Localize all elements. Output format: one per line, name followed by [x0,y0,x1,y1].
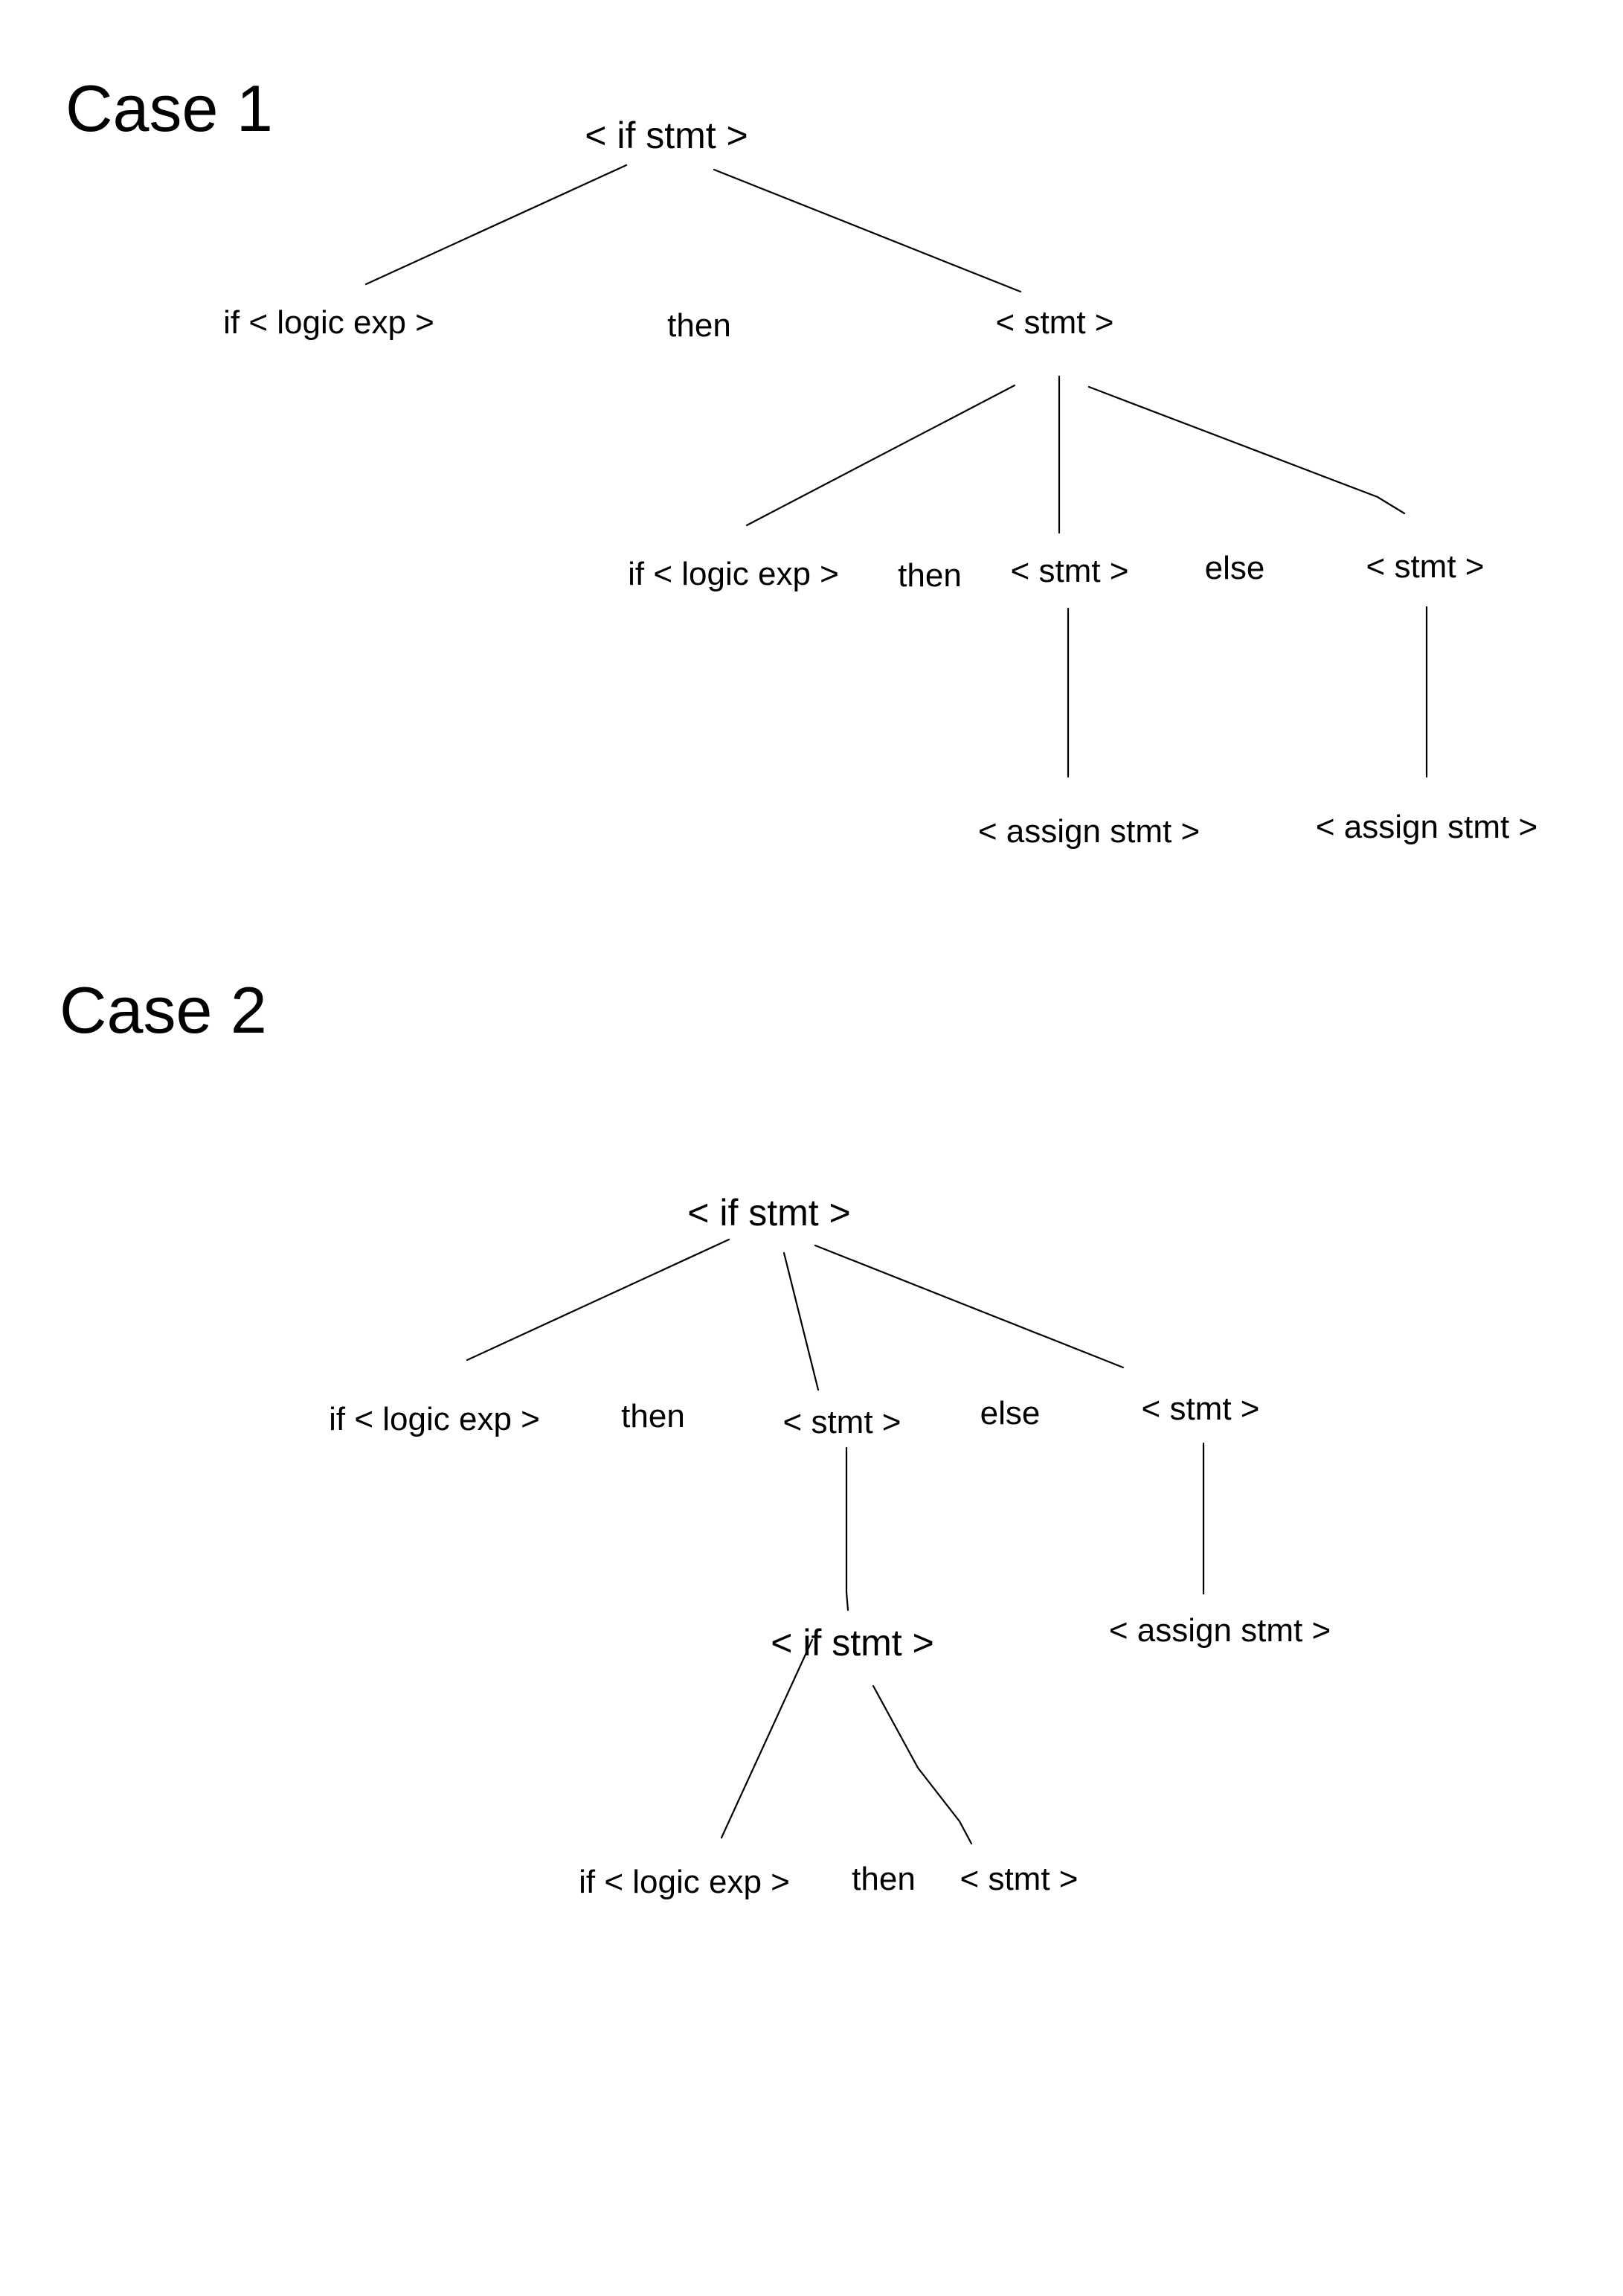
case1-logic-exp-node: if < logic exp > [223,304,434,341]
case1-title: Case 1 [65,71,273,145]
case2-edge-root-stmt2 [814,1244,1125,1369]
case1-else-node: else [1204,550,1265,586]
case2-then-node: then [621,1398,685,1434]
case1-edge-stmt-stmt2 [1087,385,1406,515]
case1-stmt-node: < stmt > [995,304,1114,341]
case2-inner-stmt-node: < stmt > [960,1861,1079,1897]
case2-edge-root-stmt1 [782,1251,820,1391]
case1-edge-root-stmt [713,168,1022,293]
case2-inner-if-stmt-node: < if stmt > [771,1622,934,1664]
case2-edge-root-logic [466,1238,730,1362]
case1-inner-stmt2-node: < stmt > [1366,548,1485,585]
case2-stmt1-node: < stmt > [782,1404,902,1440]
case2-else-node: else [980,1395,1041,1431]
case1-inner-then-node: then [898,557,962,594]
case2-stmt2-node: < stmt > [1141,1391,1260,1427]
case2-root-node: < if stmt > [687,1192,851,1234]
case1-edge-root-logic [364,164,628,286]
case1-assign-stmt2-node: < assign stmt > [1315,809,1538,845]
case1-assign-stmt1-node: < assign stmt > [977,813,1201,850]
case1-edge-stmt-logic [745,384,1016,527]
case2-edge-ifstmt-stmt [872,1684,973,1845]
case1-inner-logic-exp-node: if < logic exp > [628,556,839,592]
case2-inner-logic-exp-node: if < logic exp > [579,1864,790,1900]
case2-edge-stmt1-ifstmt [845,1446,849,1612]
case1-root-node: < if stmt > [585,115,748,156]
case2-edge-ifstmt-logic [720,1638,814,1839]
case1-inner-stmt1-node: < stmt > [1010,553,1129,589]
case2-assign-stmt-node: < assign stmt > [1108,1612,1331,1649]
case2-title: Case 2 [60,973,267,1047]
case2-inner-then-node: then [852,1861,916,1897]
case1-then-node: then [667,307,731,344]
case2-logic-exp-node: if < logic exp > [329,1401,540,1437]
